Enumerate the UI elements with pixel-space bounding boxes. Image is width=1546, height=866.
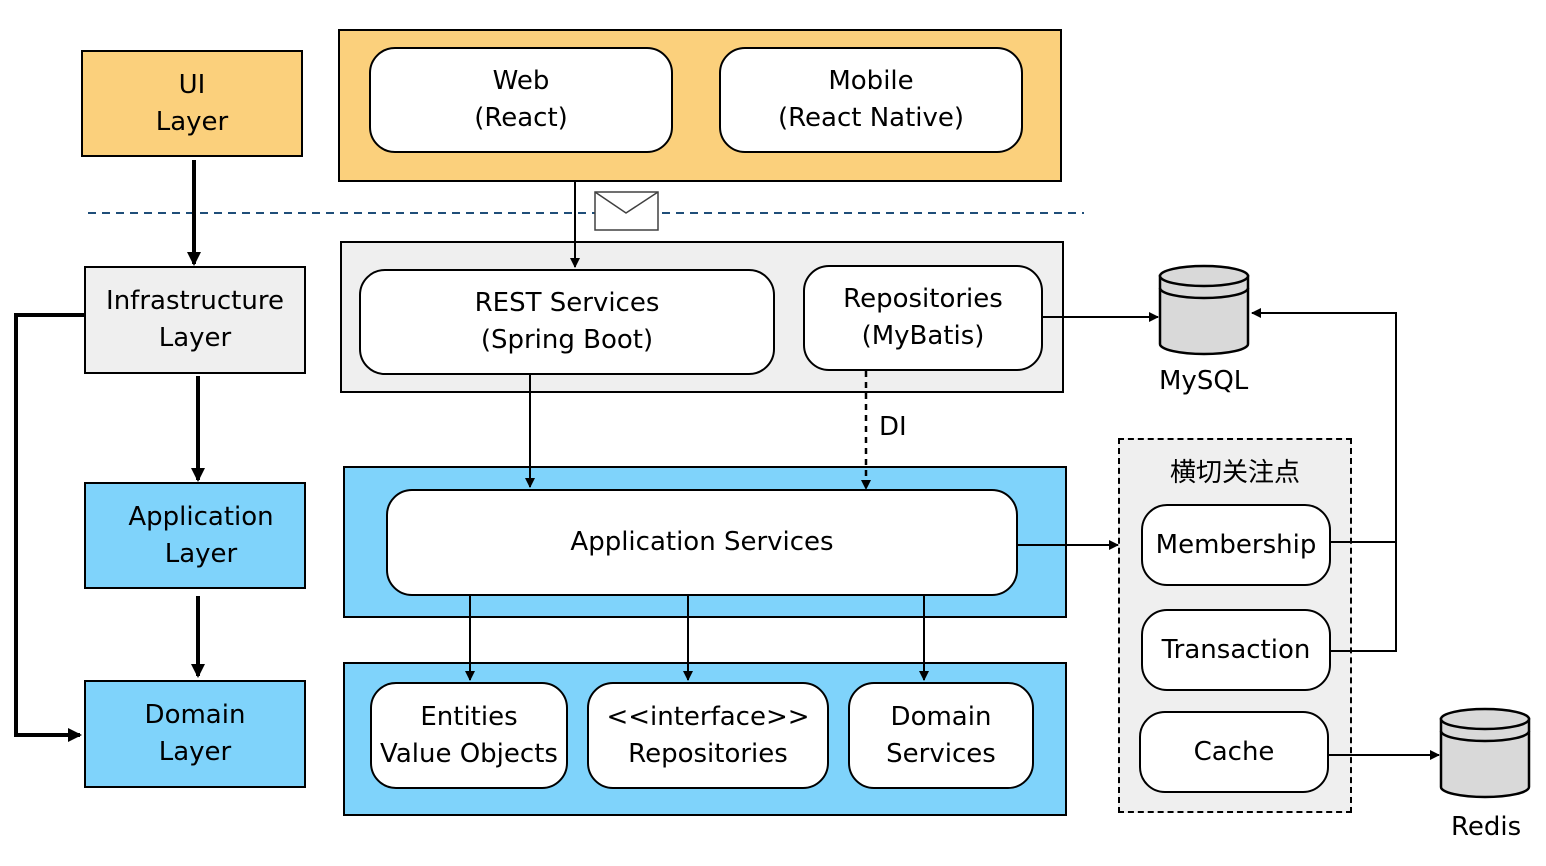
application-services-title: Application Services <box>570 527 834 557</box>
application-layer-line-1: Application <box>128 501 274 532</box>
cross-cutting-title: 横切关注点 <box>1170 458 1301 488</box>
repositories-tech: (MyBatis) <box>861 321 985 351</box>
ui-layer-label: UI Layer <box>81 50 303 157</box>
mobile-title: Mobile <box>828 66 914 96</box>
ui-layer-line-1: UI <box>178 69 206 100</box>
infrastructure-layer-line-2: Layer <box>158 323 232 353</box>
interfaces-line-1: <<interface>> <box>606 701 810 732</box>
application-services-box: Application Services <box>386 489 1018 596</box>
entities-line-1: Entities <box>420 701 518 732</box>
web-title: Web <box>492 66 550 96</box>
membership-to-mysql-connector <box>1251 308 1397 543</box>
application-layer-label: Application Layer <box>84 482 306 589</box>
transaction-to-mysql-connector <box>1331 542 1397 652</box>
membership-box: Membership <box>1141 504 1331 586</box>
redis-label: Redis <box>1451 812 1522 842</box>
web-tech: (React) <box>474 103 568 133</box>
di-label: DI <box>879 412 907 442</box>
web-react-box: Web (React) <box>369 47 673 153</box>
rest-services-box: REST Services (Spring Boot) <box>359 269 775 375</box>
redis-cylinder-body <box>1439 717 1531 799</box>
envelope-icon <box>594 191 659 231</box>
domain-services-box: Domain Services <box>848 682 1034 789</box>
application-layer-line-2: Layer <box>164 538 238 569</box>
redis-database-icon <box>1439 707 1531 799</box>
transaction-label: Transaction <box>1161 634 1311 665</box>
domain-services-line-1: Domain <box>890 701 992 732</box>
ui-layer-line-2: Layer <box>155 106 229 137</box>
envelope-flap <box>594 191 659 214</box>
redis-cylinder-ring <box>1439 730 1531 743</box>
rest-tech: (Spring Boot) <box>480 325 654 355</box>
infrastructure-layer-line-1: Infrastructure <box>106 286 284 316</box>
infrastructure-to-domain-arrow <box>14 313 84 742</box>
cache-box: Cache <box>1139 711 1329 793</box>
domain-layer-label: Domain Layer <box>84 680 306 788</box>
membership-label: Membership <box>1155 529 1317 560</box>
mobile-react-native-box: Mobile (React Native) <box>719 47 1023 153</box>
repositories-title: Repositories <box>843 284 1003 314</box>
mysql-cylinder-top <box>1158 264 1250 288</box>
mysql-database-icon <box>1158 264 1250 356</box>
infrastructure-layer-label: Infrastructure Layer <box>84 266 306 374</box>
mobile-tech: (React Native) <box>777 103 965 133</box>
transaction-box: Transaction <box>1141 609 1331 691</box>
repository-interfaces-box: <<interface>> Repositories <box>587 682 829 789</box>
mysql-cylinder-ring <box>1158 287 1250 300</box>
entities-line-2: Value Objects <box>380 738 558 769</box>
domain-layer-line-1: Domain <box>144 700 246 730</box>
cache-label: Cache <box>1193 736 1275 767</box>
entities-box: Entities Value Objects <box>370 682 568 789</box>
mysql-cylinder-body <box>1158 274 1250 356</box>
interfaces-line-2: Repositories <box>628 738 788 769</box>
redis-cylinder-top <box>1439 707 1531 731</box>
domain-layer-line-2: Layer <box>158 737 232 767</box>
mysql-label: MySQL <box>1159 366 1249 396</box>
repositories-mybatis-box: Repositories (MyBatis) <box>803 265 1043 371</box>
rest-title: REST Services <box>474 288 660 318</box>
domain-services-line-2: Services <box>886 738 996 769</box>
